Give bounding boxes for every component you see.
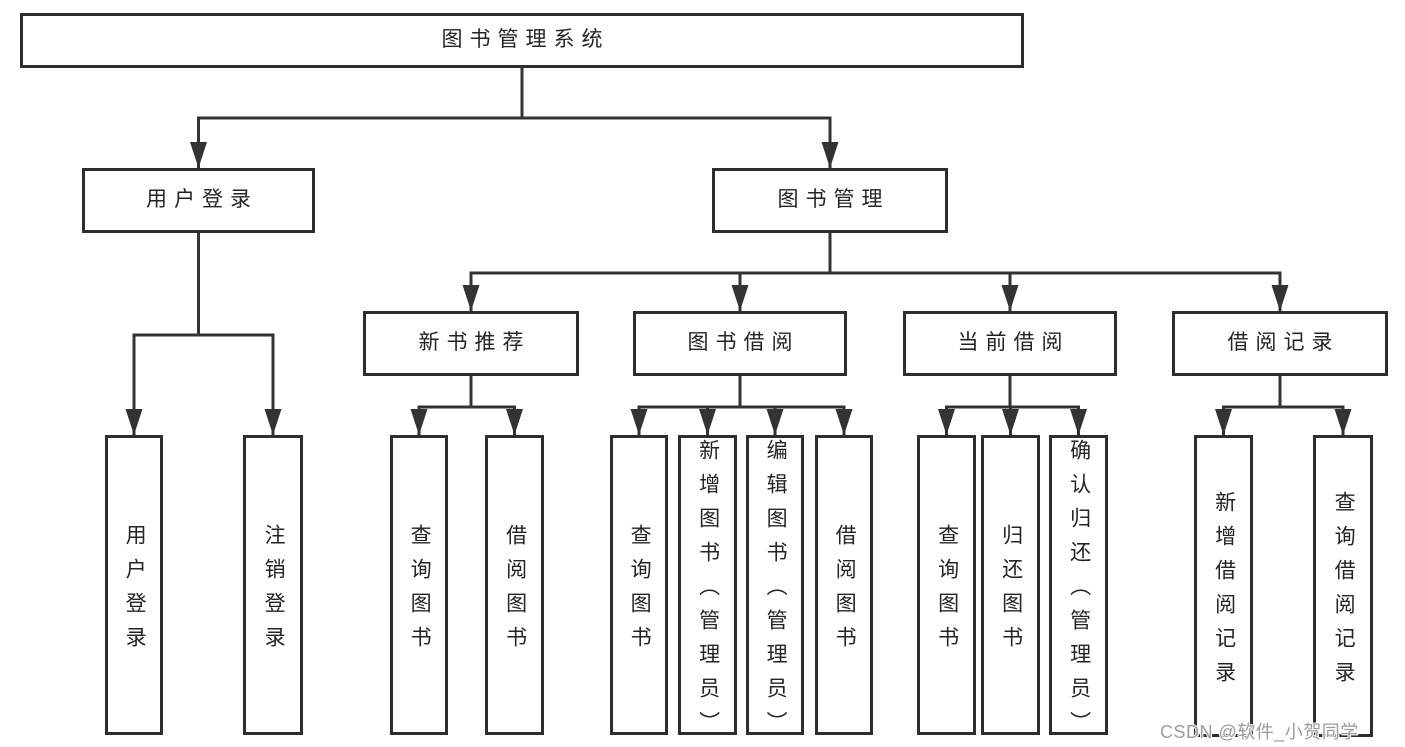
node-label: 用户登录	[146, 188, 258, 212]
node-label: 编辑图书（管理员）	[764, 438, 788, 745]
node-label: 图书管理系统	[441, 28, 610, 52]
diagram-node-records: 借阅记录	[1172, 311, 1388, 376]
node-label: 借阅图书	[833, 523, 857, 660]
diagram-node-mgmt: 图书管理	[712, 168, 948, 233]
diagram-node-leaf-logout: 注销登录	[243, 435, 303, 735]
node-label: 用户登录	[123, 523, 147, 660]
diagram-node-leaf-nb-borrow: 借阅图书	[485, 435, 544, 735]
diagram-node-leaf-user-login: 用户登录	[105, 435, 163, 735]
node-label: 归还图书	[999, 523, 1023, 660]
node-label: 查询图书	[628, 523, 652, 660]
diagram-node-root: 图书管理系统	[20, 13, 1024, 68]
diagram-node-leaf-cur-return: 归还图书	[981, 435, 1040, 735]
node-label: 注销登录	[262, 523, 286, 660]
diagram-node-leaf-bw-edit: 编辑图书（管理员）	[746, 435, 804, 745]
diagram-node-borrow: 图书借阅	[633, 311, 847, 376]
node-label: 新增借阅记录	[1212, 490, 1236, 695]
node-label: 当前借阅	[957, 331, 1070, 355]
diagram-node-current: 当前借阅	[903, 311, 1117, 376]
diagram-node-leaf-bw-borrow: 借阅图书	[815, 435, 873, 735]
watermark: CSDN @软件_小贺同学	[1160, 722, 1359, 742]
node-label: 图书借阅	[687, 331, 800, 355]
diagram-node-leaf-cur-confirm: 确认归还（管理员）	[1049, 435, 1108, 745]
node-label: 查询借阅记录	[1332, 490, 1356, 695]
diagram-node-login: 用户登录	[82, 168, 315, 233]
node-label: 确认归还（管理员）	[1067, 438, 1091, 745]
diagram-node-newrec: 新书推荐	[363, 311, 579, 376]
diagram-node-leaf-bw-query: 查询图书	[610, 435, 668, 735]
diagram-node-leaf-rec-query: 查询借阅记录	[1313, 435, 1373, 737]
node-label: 查询图书	[408, 523, 432, 660]
node-label: 查询图书	[935, 523, 959, 660]
diagram-node-leaf-cur-query: 查询图书	[917, 435, 976, 735]
node-label: 新书推荐	[418, 331, 531, 355]
node-label: 借阅图书	[503, 523, 527, 660]
diagram-node-leaf-rec-add: 新增借阅记录	[1194, 435, 1253, 737]
diagram-node-leaf-nb-query: 查询图书	[390, 435, 448, 735]
node-label: 图书管理	[777, 188, 890, 212]
diagram-node-leaf-bw-add: 新增图书（管理员）	[678, 435, 737, 745]
node-label: 借阅记录	[1227, 331, 1340, 355]
node-label: 新增图书（管理员）	[696, 438, 720, 745]
